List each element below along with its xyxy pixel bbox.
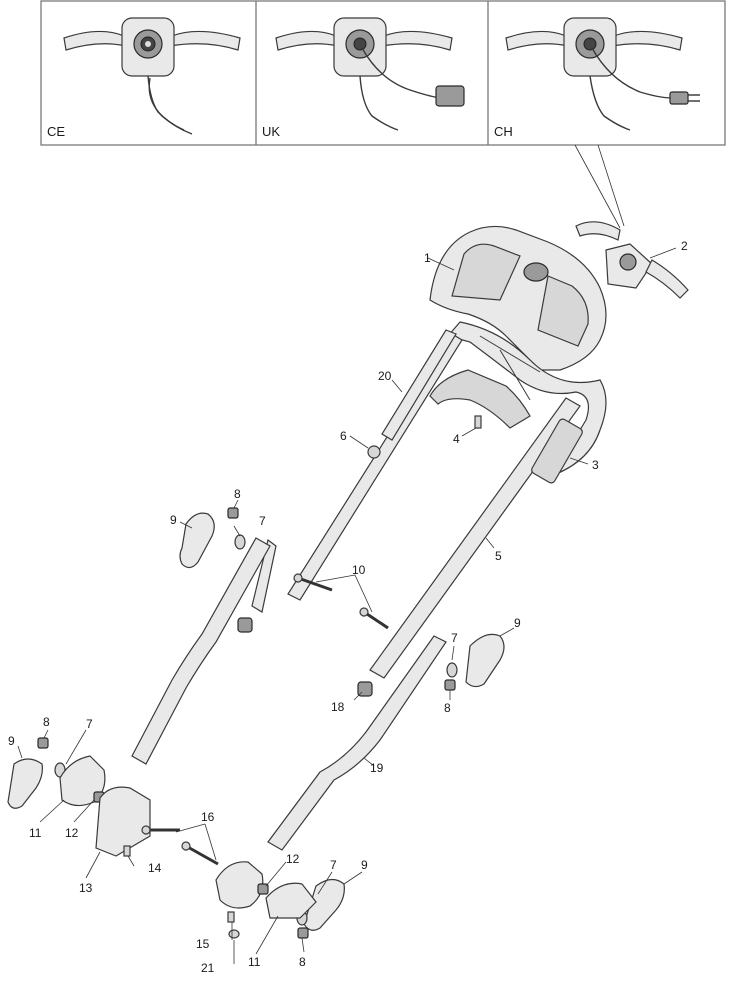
callout-2: 2 [681, 239, 688, 253]
inset-pointer-lines [574, 144, 625, 229]
switch-assembly [575, 221, 689, 299]
tube-5 [369, 397, 583, 679]
callout-8-upper-right: 8 [444, 701, 451, 715]
variant-label-uk: UK [262, 124, 280, 139]
lower-left-tube [131, 537, 271, 765]
variant-label-ce: CE [47, 124, 65, 139]
callout-16: 16 [201, 810, 215, 824]
callout-11-left: 11 [29, 826, 42, 840]
callout-9-upper-right: 9 [514, 616, 521, 630]
callout-15: 15 [196, 937, 210, 951]
callout-7-upper-right: 7 [451, 631, 458, 645]
callout-19: 19 [370, 761, 384, 775]
callout-18: 18 [331, 700, 345, 714]
variant-inset-panel: CE UK CH [40, 0, 726, 146]
switch-box-ce [63, 17, 241, 135]
callout-labels: 1 2 3 4 5 6 7 7 7 7 8 8 8 8 9 9 9 9 10 1… [8, 239, 688, 975]
switch-box-uk [275, 17, 465, 131]
screw-4 [474, 415, 482, 429]
callout-4: 4 [453, 432, 460, 446]
callout-9-lower-left: 9 [8, 734, 15, 748]
knobs [237, 617, 373, 697]
lower-right-tube-19 [267, 635, 447, 851]
callout-5: 5 [495, 549, 502, 563]
callout-11-right: 11 [248, 955, 261, 969]
callout-12-left: 12 [65, 826, 79, 840]
callout-12-right: 12 [286, 852, 300, 866]
callout-9-lower-right: 9 [361, 858, 368, 872]
callout-8-lower-right: 8 [299, 955, 306, 969]
left-brackets [59, 755, 180, 857]
bolts-10 [293, 573, 389, 630]
callout-7-upper-left: 7 [259, 514, 266, 528]
callout-6: 6 [340, 429, 347, 443]
variant-label-ch: CH [494, 124, 513, 139]
callout-14: 14 [148, 861, 162, 875]
switch-box-ch [505, 17, 700, 131]
callout-1: 1 [424, 251, 431, 265]
callout-20: 20 [378, 369, 392, 383]
callout-9-upper-left: 9 [170, 513, 177, 527]
leader-lines [17, 247, 677, 964]
right-brackets [181, 841, 317, 939]
callout-21: 21 [201, 961, 215, 975]
callout-13: 13 [79, 881, 93, 895]
levers-9 [7, 512, 505, 931]
tube-6-and-20 [251, 329, 463, 613]
callout-7-lower-left: 7 [86, 717, 93, 731]
callout-8-lower-left: 8 [43, 715, 50, 729]
callout-7-lower-right: 7 [330, 858, 337, 872]
callout-3: 3 [592, 458, 599, 472]
callout-8-upper-left: 8 [234, 487, 241, 501]
callout-10: 10 [352, 563, 366, 577]
